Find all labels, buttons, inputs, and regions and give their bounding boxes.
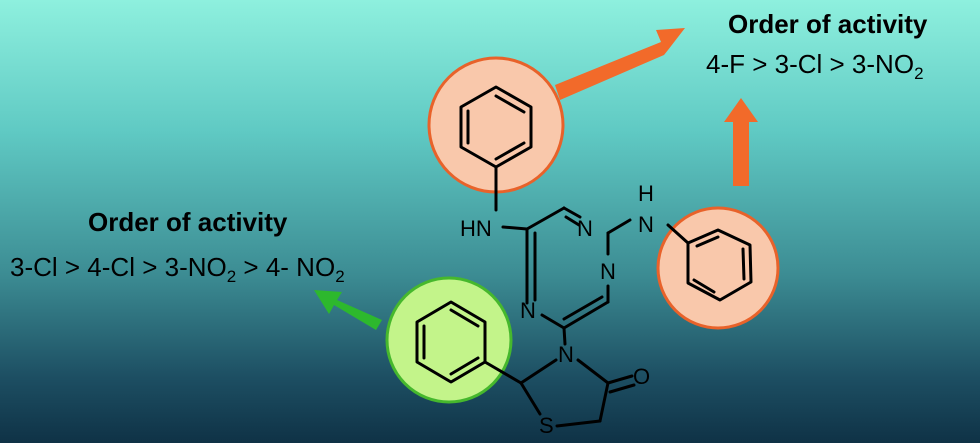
green-circle — [385, 276, 513, 404]
atom-thiazolidinone-n: N — [558, 342, 574, 367]
atom-carbonyl-o: O — [633, 364, 650, 389]
right-heading: Order of activity — [728, 9, 928, 39]
bond-nh-right-phenyl — [666, 223, 690, 245]
atom-triazine-n1: N — [577, 216, 593, 241]
atom-triazine-n3: N — [520, 298, 536, 323]
atom-sulfur: S — [539, 413, 554, 438]
orange-circle-right — [656, 206, 780, 330]
atom-n-right: N — [638, 212, 654, 237]
right-order: 4-F > 3-Cl > 3-NO2 — [706, 49, 924, 83]
atom-triazine-n2: N — [600, 259, 616, 284]
triazine-ring — [525, 206, 610, 330]
bond-triazine-nh-right — [606, 218, 632, 235]
phenyl-ring-right — [686, 228, 753, 302]
atom-h-right: H — [638, 181, 654, 206]
green-arrow — [314, 290, 382, 330]
bond-triazine-n-ring — [562, 326, 567, 346]
atom-hn-left: HN — [460, 216, 492, 241]
bond-ring-phenyl-left — [483, 360, 523, 385]
left-heading: Order of activity — [88, 207, 288, 237]
thiazolidinone-ring — [519, 358, 636, 428]
left-order: 3-Cl > 4-Cl > 3-NO2 > 4- NO2 — [10, 252, 345, 286]
bond-nh-left-triazine — [501, 225, 529, 231]
phenyl-ring-left — [415, 300, 487, 384]
orange-arrow-up — [724, 98, 758, 186]
orange-arrow-diagonal — [555, 28, 685, 100]
